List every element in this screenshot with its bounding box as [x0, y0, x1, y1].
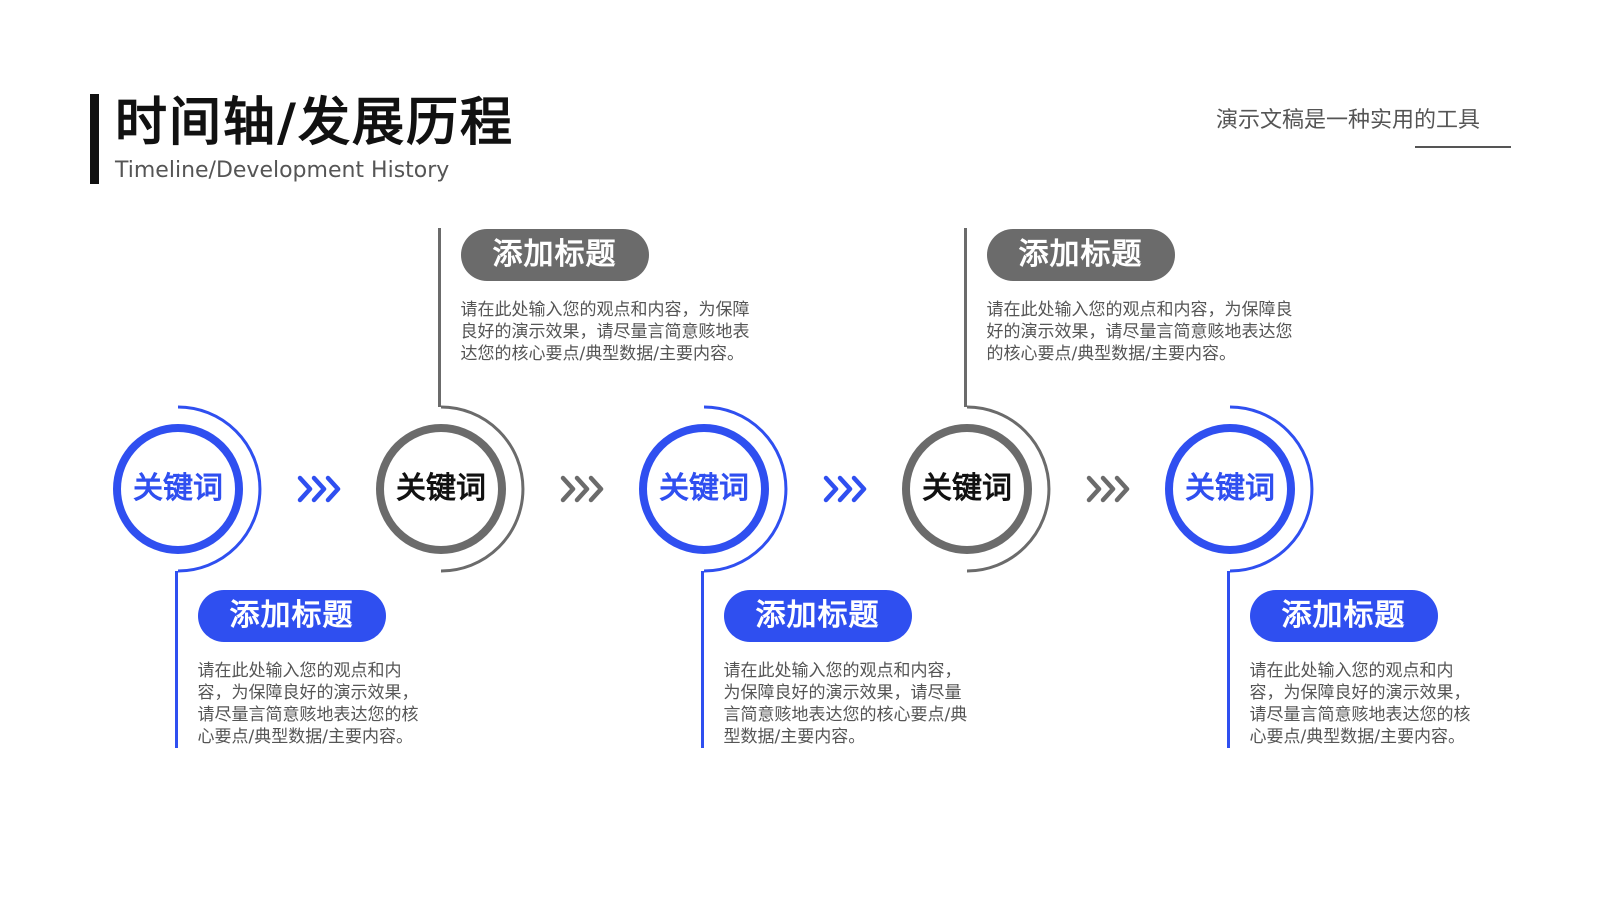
description-line: 请在此处输入您的观点和内容，为保障 — [460, 300, 750, 320]
tagline: 演示文稿是一种实用的工具 — [1215, 108, 1480, 133]
triple-chevron-right-icon — [823, 475, 867, 503]
stage-description: 请在此处输入您的观点和内容，为保障良好的演示效果，请尽量言简意赅地表达您的核心要… — [987, 299, 1293, 365]
keyword-circle — [113, 424, 243, 554]
chevron-stroke — [1100, 475, 1116, 503]
keyword-circle — [1165, 424, 1295, 554]
page-title: 时间轴/发展历程 — [115, 93, 514, 153]
description-line: 好的演示效果，请尽量言简意赅地表达您 — [986, 322, 1293, 342]
description-line: 言简意赅地表达您的核心要点/典 — [723, 705, 968, 725]
keyword-label: 关键词 — [1185, 471, 1275, 506]
chevron-stroke — [297, 475, 313, 503]
stage-description: 请在此处输入您的观点和内容，为保障良好的演示效果，请尽量言简意赅地表达您的核心要… — [198, 660, 419, 748]
stage-title-pill: 添加标题 — [723, 590, 912, 642]
description-line: 容，为保障良好的演示效果， — [197, 683, 419, 703]
triple-chevron-right-icon — [560, 475, 604, 503]
chevron-stroke — [325, 475, 341, 503]
description-line: 请尽量言简意赅地表达您的核 — [1249, 705, 1471, 725]
tagline-underline — [1415, 146, 1511, 148]
keyword-label: 关键词 — [659, 471, 749, 506]
keyword-label: 关键词 — [133, 471, 223, 506]
stage-description: 请在此处输入您的观点和内容，为保障良好的演示效果，请尽量言简意赅地表达您的核心要… — [724, 660, 968, 748]
node-outer-arc — [440, 405, 525, 573]
description-line: 型数据/主要内容。 — [723, 727, 866, 747]
keyword-circle — [376, 424, 506, 554]
triple-chevron-right-icon — [1086, 475, 1130, 503]
title-accent-bar — [90, 94, 99, 184]
description-line: 请在此处输入您的观点和内 — [1249, 661, 1454, 681]
stage-title-pill: 添加标题 — [460, 229, 649, 281]
node-outer-arc — [1229, 405, 1314, 573]
stage-description: 请在此处输入您的观点和内容，为保障良好的演示效果，请尽量言简意赅地表达您的核心要… — [461, 299, 750, 365]
description-line: 容，为保障良好的演示效果， — [1249, 683, 1471, 703]
stage-title-pill: 添加标题 — [197, 590, 386, 642]
description-line: 请在此处输入您的观点和内 — [197, 661, 402, 681]
description-line: 心要点/典型数据/主要内容。 — [1249, 727, 1465, 747]
description-line: 为保障良好的演示效果，请尽量 — [723, 683, 962, 703]
chevron-stroke — [311, 475, 327, 503]
page-subtitle: Timeline/Development History — [115, 158, 450, 183]
keyword-circle — [639, 424, 769, 554]
description-line: 请在此处输入您的观点和内容， — [723, 661, 962, 681]
chevron-stroke — [560, 475, 576, 503]
description-line: 请在此处输入您的观点和内容，为保障良 — [986, 300, 1293, 320]
description-line: 良好的演示效果，请尽量言简意赅地表 — [460, 322, 750, 342]
chevron-stroke — [588, 475, 604, 503]
keyword-label: 关键词 — [922, 471, 1012, 506]
node-outer-arc — [966, 405, 1051, 573]
chevron-stroke — [837, 475, 853, 503]
node-outer-arc — [177, 405, 262, 573]
chevron-stroke — [1086, 475, 1102, 503]
description-line: 请尽量言简意赅地表达您的核 — [197, 705, 419, 725]
chevron-stroke — [1114, 475, 1130, 503]
stage-title-pill: 添加标题 — [986, 229, 1175, 281]
keyword-label: 关键词 — [396, 471, 486, 506]
chevron-stroke — [823, 475, 839, 503]
chevron-stroke — [574, 475, 590, 503]
stage-title-pill: 添加标题 — [1249, 590, 1438, 642]
description-line: 达您的核心要点/典型数据/主要内容。 — [460, 344, 744, 364]
stage-description: 请在此处输入您的观点和内容，为保障良好的演示效果，请尽量言简意赅地表达您的核心要… — [1250, 660, 1471, 748]
node-outer-arc — [703, 405, 788, 573]
keyword-circle — [902, 424, 1032, 554]
chevron-stroke — [851, 475, 867, 503]
triple-chevron-right-icon — [297, 475, 341, 503]
description-line: 的核心要点/典型数据/主要内容。 — [986, 344, 1236, 364]
description-line: 心要点/典型数据/主要内容。 — [197, 727, 413, 747]
